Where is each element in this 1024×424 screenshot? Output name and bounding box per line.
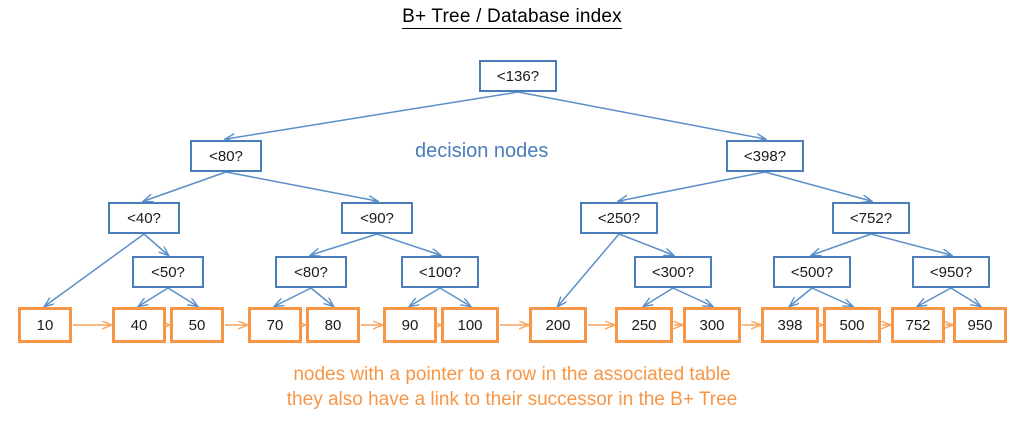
leaf-node-752[interactable]: 752 [891,307,945,343]
leaf-node-50[interactable]: 50 [170,307,224,343]
caption-line-2: they also have a link to their successor… [286,389,738,410]
decision-node-950[interactable]: <950? [912,256,990,288]
decision-node-500[interactable]: <500? [773,256,851,288]
tree-edge [619,171,766,201]
decision-node-50[interactable]: <50? [132,256,204,288]
page-title-text: B+ Tree / Database index [402,6,622,29]
page-title: B+ Tree / Database index [0,6,1024,29]
tree-edge [311,233,378,255]
tree-edge [764,171,871,201]
leaf-node-90[interactable]: 90 [383,307,437,343]
tree-edge [918,287,952,306]
decision-node-300[interactable]: <300? [634,256,712,288]
caption-line-1: nodes with a pointer to a row in the ass… [293,364,731,385]
leaf-node-100[interactable]: 100 [441,307,499,343]
leaf-node-200[interactable]: 200 [529,307,587,343]
decision-node-136[interactable]: <136? [479,60,557,92]
leaf-node-300[interactable]: 300 [683,307,741,343]
tree-edge [672,287,712,306]
tree-edge [167,287,197,306]
leaf-node-250[interactable]: 250 [615,307,673,343]
decision-node-40[interactable]: <40? [108,202,180,234]
leaf-node-10[interactable]: 10 [18,307,72,343]
tree-edge [144,171,227,201]
tree-edge [275,287,312,306]
tree-edge [811,287,852,306]
tree-edge [812,233,872,255]
decision-node-80[interactable]: <80? [190,140,262,172]
leaf-node-500[interactable]: 500 [823,307,881,343]
tree-edge [644,287,674,306]
tree-edge [310,287,333,306]
decision-node-250[interactable]: <250? [580,202,658,234]
tree-edge [439,287,470,306]
decision-node-398[interactable]: <398? [726,140,804,172]
tree-edge [870,233,951,255]
tree-edge [376,233,440,255]
leaf-node-80[interactable]: 80 [306,307,360,343]
tree-edge [558,233,620,306]
decision-node-90[interactable]: <90? [341,202,413,234]
decision-node-752[interactable]: <752? [832,202,910,234]
leaf-nodes-caption: nodes with a pointer to a row in the ass… [0,362,1024,412]
leaf-node-950[interactable]: 950 [953,307,1007,343]
tree-edge [45,233,145,306]
decision-node-80[interactable]: <80? [275,256,347,288]
decision-node-100[interactable]: <100? [401,256,479,288]
leaf-node-398[interactable]: 398 [761,307,819,343]
decision-nodes-label: decision nodes [415,140,549,162]
tree-edge [618,233,673,255]
tree-edge [790,287,813,306]
tree-edge [143,233,168,255]
tree-edge [225,171,377,201]
tree-edge [139,287,169,306]
tree-edge [950,287,980,306]
leaf-node-70[interactable]: 70 [248,307,302,343]
tree-edge [517,91,765,139]
tree-edge [226,91,519,139]
leaf-node-40[interactable]: 40 [112,307,166,343]
tree-edge [410,287,441,306]
